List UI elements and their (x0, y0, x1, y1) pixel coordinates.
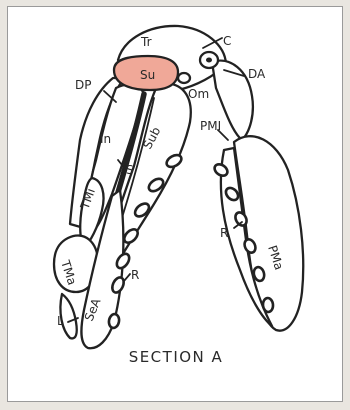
leader-r-left (124, 274, 130, 281)
rib-right-6 (262, 298, 273, 313)
label-infraspinatus: In (100, 132, 111, 146)
label-pectoralis-minor: PMI (200, 119, 221, 133)
label-supraspinatus: Su (140, 68, 155, 82)
label-latissimus: L (57, 314, 64, 328)
label-trapezius: Tr (140, 35, 152, 49)
label-deltoid-posterior: DP (75, 78, 91, 92)
coracoid-center (206, 58, 212, 63)
label-deltoid-anterior: DA (248, 67, 266, 81)
label-rib-left: R (131, 268, 139, 282)
rib-left-7 (108, 313, 120, 329)
label-coracoid: C (223, 34, 231, 48)
label-rib-right: R (220, 226, 228, 240)
omohyoid (178, 73, 190, 83)
label-omohyoid: Om (188, 87, 209, 101)
label-scapula: S (126, 163, 134, 177)
figure-caption: SECTION A (129, 348, 224, 366)
